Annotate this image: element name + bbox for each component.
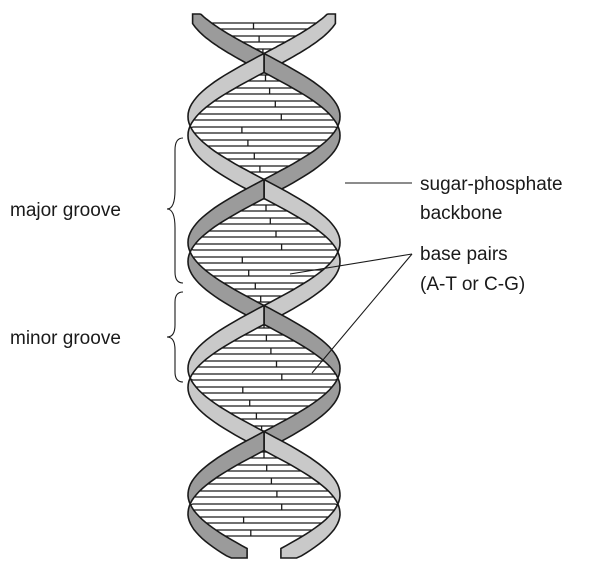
- base-pair: [193, 387, 334, 393]
- base-pair: [198, 231, 331, 237]
- strand-segment: [264, 180, 340, 325]
- base-pair: [192, 257, 337, 263]
- major-groove-brace: [167, 138, 183, 283]
- major-groove-label: major groove: [10, 200, 121, 221]
- base-pair: [205, 23, 322, 29]
- base-pair: [201, 101, 327, 107]
- base-pair: [204, 400, 323, 406]
- base-pair: [209, 530, 319, 536]
- base-pair: [202, 478, 326, 484]
- base-pair: [207, 348, 322, 354]
- base-pair: [190, 504, 338, 510]
- base-pair: [192, 491, 335, 497]
- backbone-label-line-2: backbone: [420, 203, 502, 224]
- minor-groove-label: minor groove: [10, 328, 121, 349]
- base-pairs-label-line-1: base pairs: [420, 244, 508, 265]
- base-pair: [196, 517, 332, 523]
- base-pair: [190, 127, 337, 133]
- minor-groove-brace: [167, 292, 183, 382]
- strand-segment: [188, 54, 264, 199]
- base-pair: [197, 140, 332, 146]
- strand-segment: [264, 54, 340, 199]
- base-pair: [195, 361, 334, 367]
- base-pair: [192, 114, 336, 120]
- backbone-label-line-1: sugar-phosphate: [420, 174, 563, 195]
- double-helix: [188, 14, 340, 558]
- base-pair: [190, 374, 338, 380]
- base-pairs-label-line-2: (A-T or C-G): [420, 274, 525, 295]
- strand-segment: [188, 180, 264, 325]
- base-pair: [191, 244, 338, 250]
